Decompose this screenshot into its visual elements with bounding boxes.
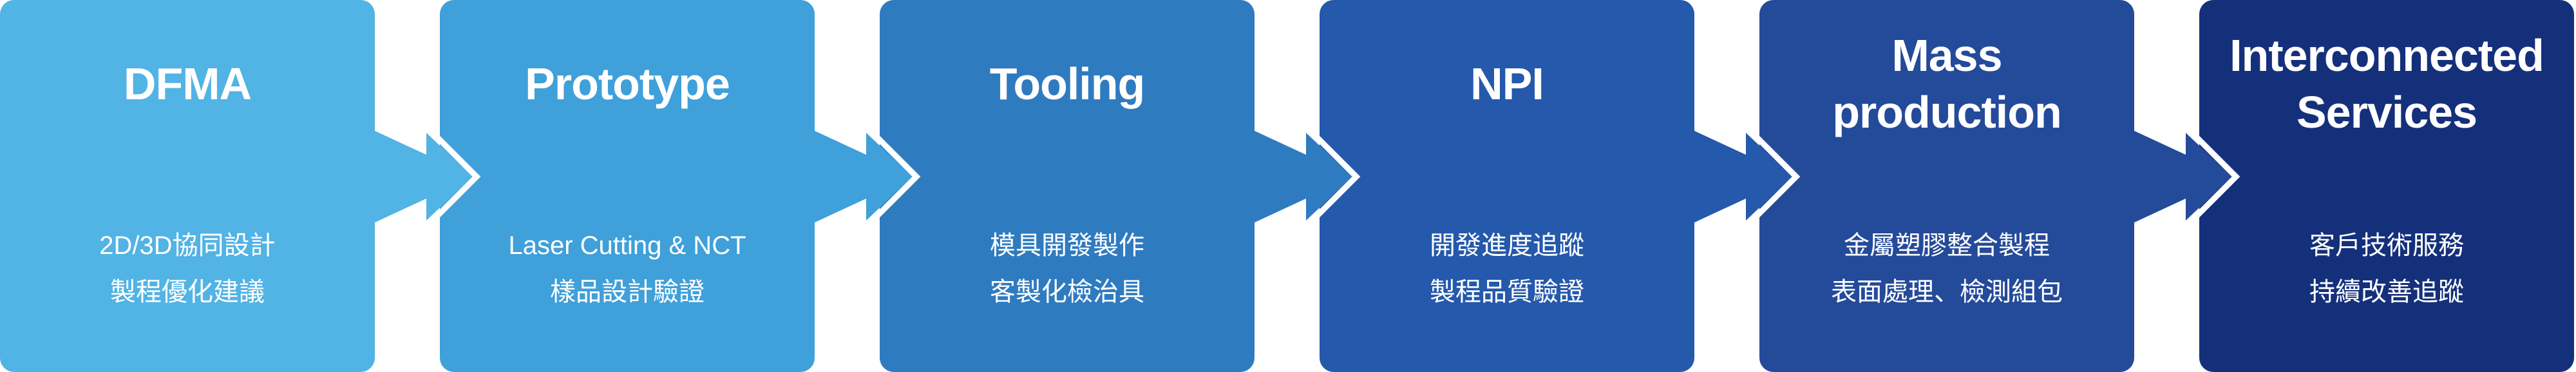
step-description-line: 樣品設計驗證	[550, 278, 705, 306]
step-title: NPI	[1320, 0, 1694, 168]
step-description-line: 模具開發製作	[990, 231, 1144, 260]
step-title: Prototype	[440, 0, 815, 168]
step-description-line: 持續改善追蹤	[2309, 278, 2464, 306]
step-description: 2D/3D協同設計製程優化建議	[0, 222, 375, 315]
step-title-line: DFMA	[123, 59, 252, 109]
step-title-line: Interconnected	[2230, 30, 2544, 81]
step-description-line: 開發進度追蹤	[1430, 231, 1584, 260]
step-title: DFMA	[0, 0, 375, 168]
step-description-line: 客戶技術服務	[2309, 231, 2464, 260]
step-title-line: Tooling	[989, 59, 1145, 109]
process-step: NPI 開發進度追蹤製程品質驗證	[1320, 0, 1694, 372]
step-title: Mass production	[1759, 0, 2134, 168]
step-description: 模具開發製作客製化檢治具	[880, 222, 1255, 315]
process-step: Tooling 模具開發製作客製化檢治具	[880, 0, 1255, 372]
step-title: Tooling	[880, 0, 1255, 168]
process-step: DFMA 2D/3D協同設計製程優化建議	[0, 0, 375, 372]
step-description: 開發進度追蹤製程品質驗證	[1320, 222, 1694, 315]
step-description: 客戶技術服務持續改善追蹤	[2199, 222, 2574, 315]
step-description-line: 表面處理、檢測組包	[1831, 278, 2063, 306]
step-description-line: 製程品質驗證	[1430, 278, 1584, 306]
step-description-line: 2D/3D協同設計	[99, 231, 276, 260]
step-description-line: 金屬塑膠整合製程	[1844, 231, 2050, 260]
process-step: Mass production 金屬塑膠整合製程表面處理、檢測組包	[1759, 0, 2134, 372]
step-title-line: Prototype	[525, 59, 730, 109]
step-description-line: Laser Cutting & NCT	[508, 231, 746, 260]
step-description: 金屬塑膠整合製程表面處理、檢測組包	[1759, 222, 2134, 315]
step-title-line: production	[1832, 87, 2061, 137]
step-title-line: NPI	[1470, 59, 1544, 109]
step-description-line: 製程優化建議	[110, 278, 265, 306]
step-description-line: 客製化檢治具	[990, 278, 1144, 306]
step-title-line: Services	[2296, 87, 2477, 137]
step-title-line: Mass	[1891, 30, 2002, 81]
step-description: Laser Cutting & NCT 樣品設計驗證	[440, 222, 815, 315]
